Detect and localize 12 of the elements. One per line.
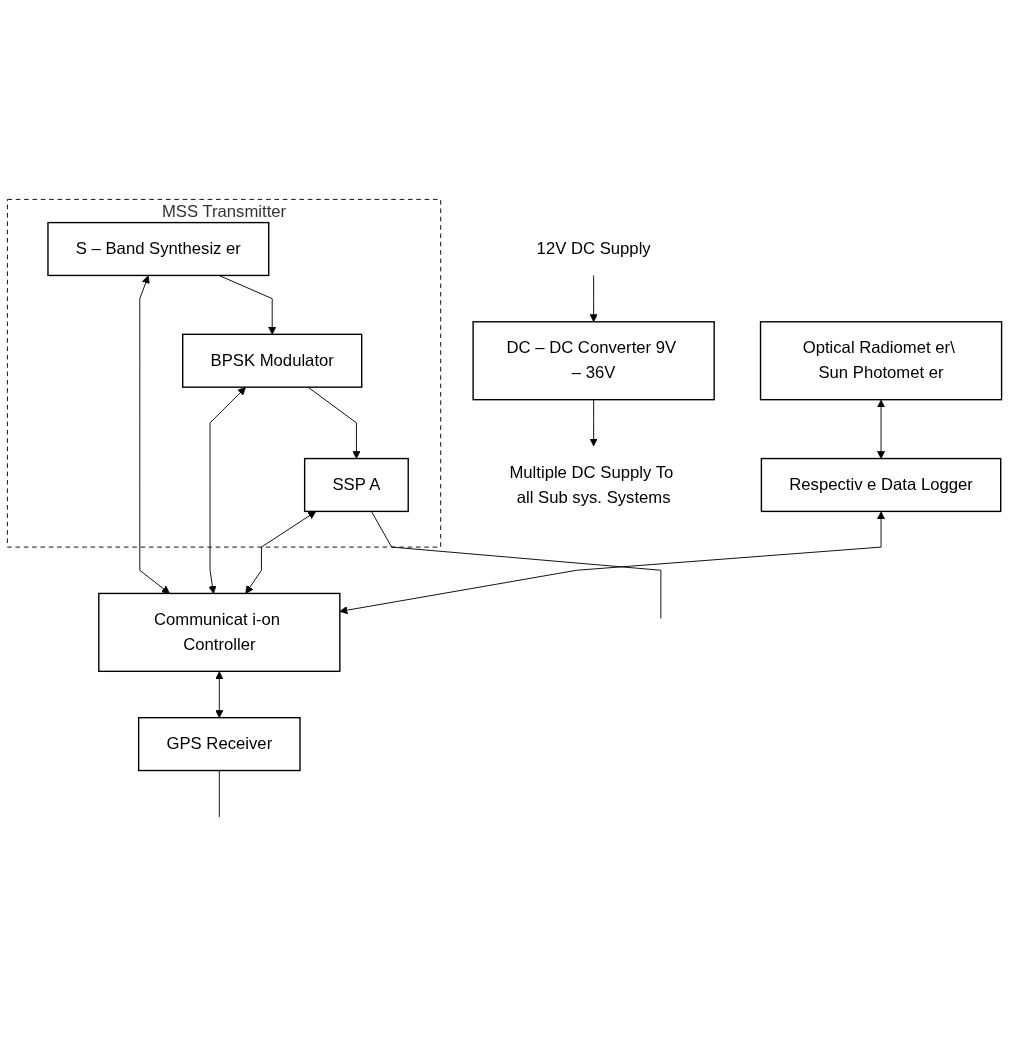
node-box: DC – DC Converter 9V – 36V — [472, 321, 715, 401]
node-box: GPS Receiver — [137, 717, 301, 772]
connector — [370, 511, 662, 620]
node-box: BPSK Modulator — [182, 334, 363, 389]
connector — [218, 770, 220, 818]
node-text: Multiple DC Supply To all Sub sys. Systems — [509, 463, 674, 507]
node-box: Communicat i-on Controller — [98, 593, 341, 673]
node-box: SSP A — [303, 458, 409, 513]
node-text: 12V DC Supply — [536, 239, 651, 259]
node-box: Optical Radiomet er\ Sun Photomet er — [759, 321, 1003, 401]
node-box: Respectiv e Data Logger — [760, 458, 1002, 513]
node-box: S – Band Synthesiz er — [47, 222, 270, 277]
